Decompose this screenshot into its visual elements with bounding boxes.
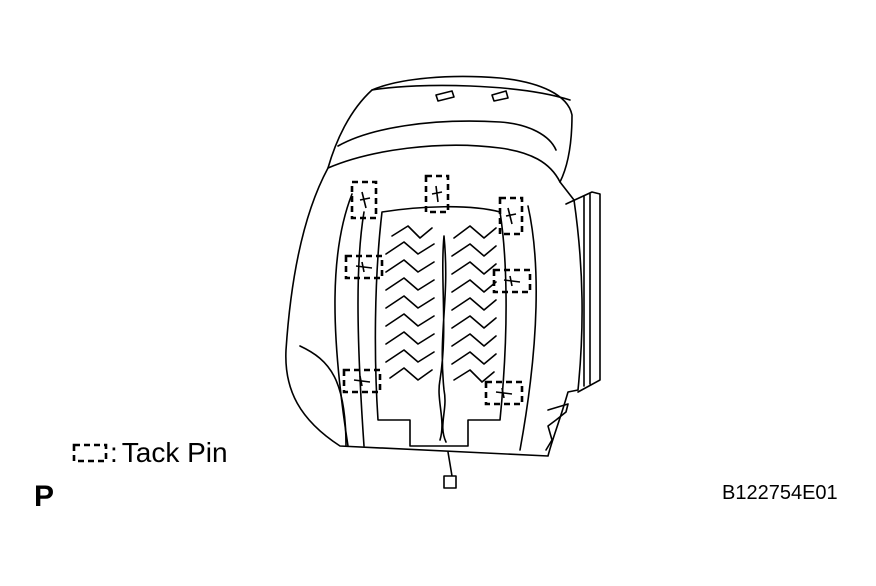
top-panel <box>371 84 571 101</box>
reference-code: B122754E01 <box>722 482 838 504</box>
tack-pin-marker <box>350 180 378 220</box>
tack-pin-marker <box>484 380 524 406</box>
heater-boundary <box>374 205 507 447</box>
legend-label: Tack Pin <box>121 437 228 468</box>
side-frame <box>565 191 601 393</box>
tack-pin-marker <box>342 368 382 394</box>
tack-pin-marker <box>344 254 384 280</box>
view-letter: P <box>34 480 55 513</box>
tack-pin-marker <box>424 174 450 214</box>
legend-separator: : <box>110 437 118 468</box>
heater-lead <box>438 235 447 443</box>
tack-pin-legend-icon <box>72 443 108 463</box>
legend: : Tack Pin <box>72 437 228 469</box>
tack-pin-marker <box>492 268 532 294</box>
heater-wire-right <box>451 225 497 383</box>
connector <box>443 451 457 489</box>
tack-pin-marker <box>498 196 524 236</box>
top-panel-lower <box>327 144 561 183</box>
headrest-hole-left <box>435 90 455 102</box>
seatback-outline <box>285 75 583 457</box>
headrest-hole-right <box>491 90 509 102</box>
heater-wire-left <box>385 225 435 381</box>
